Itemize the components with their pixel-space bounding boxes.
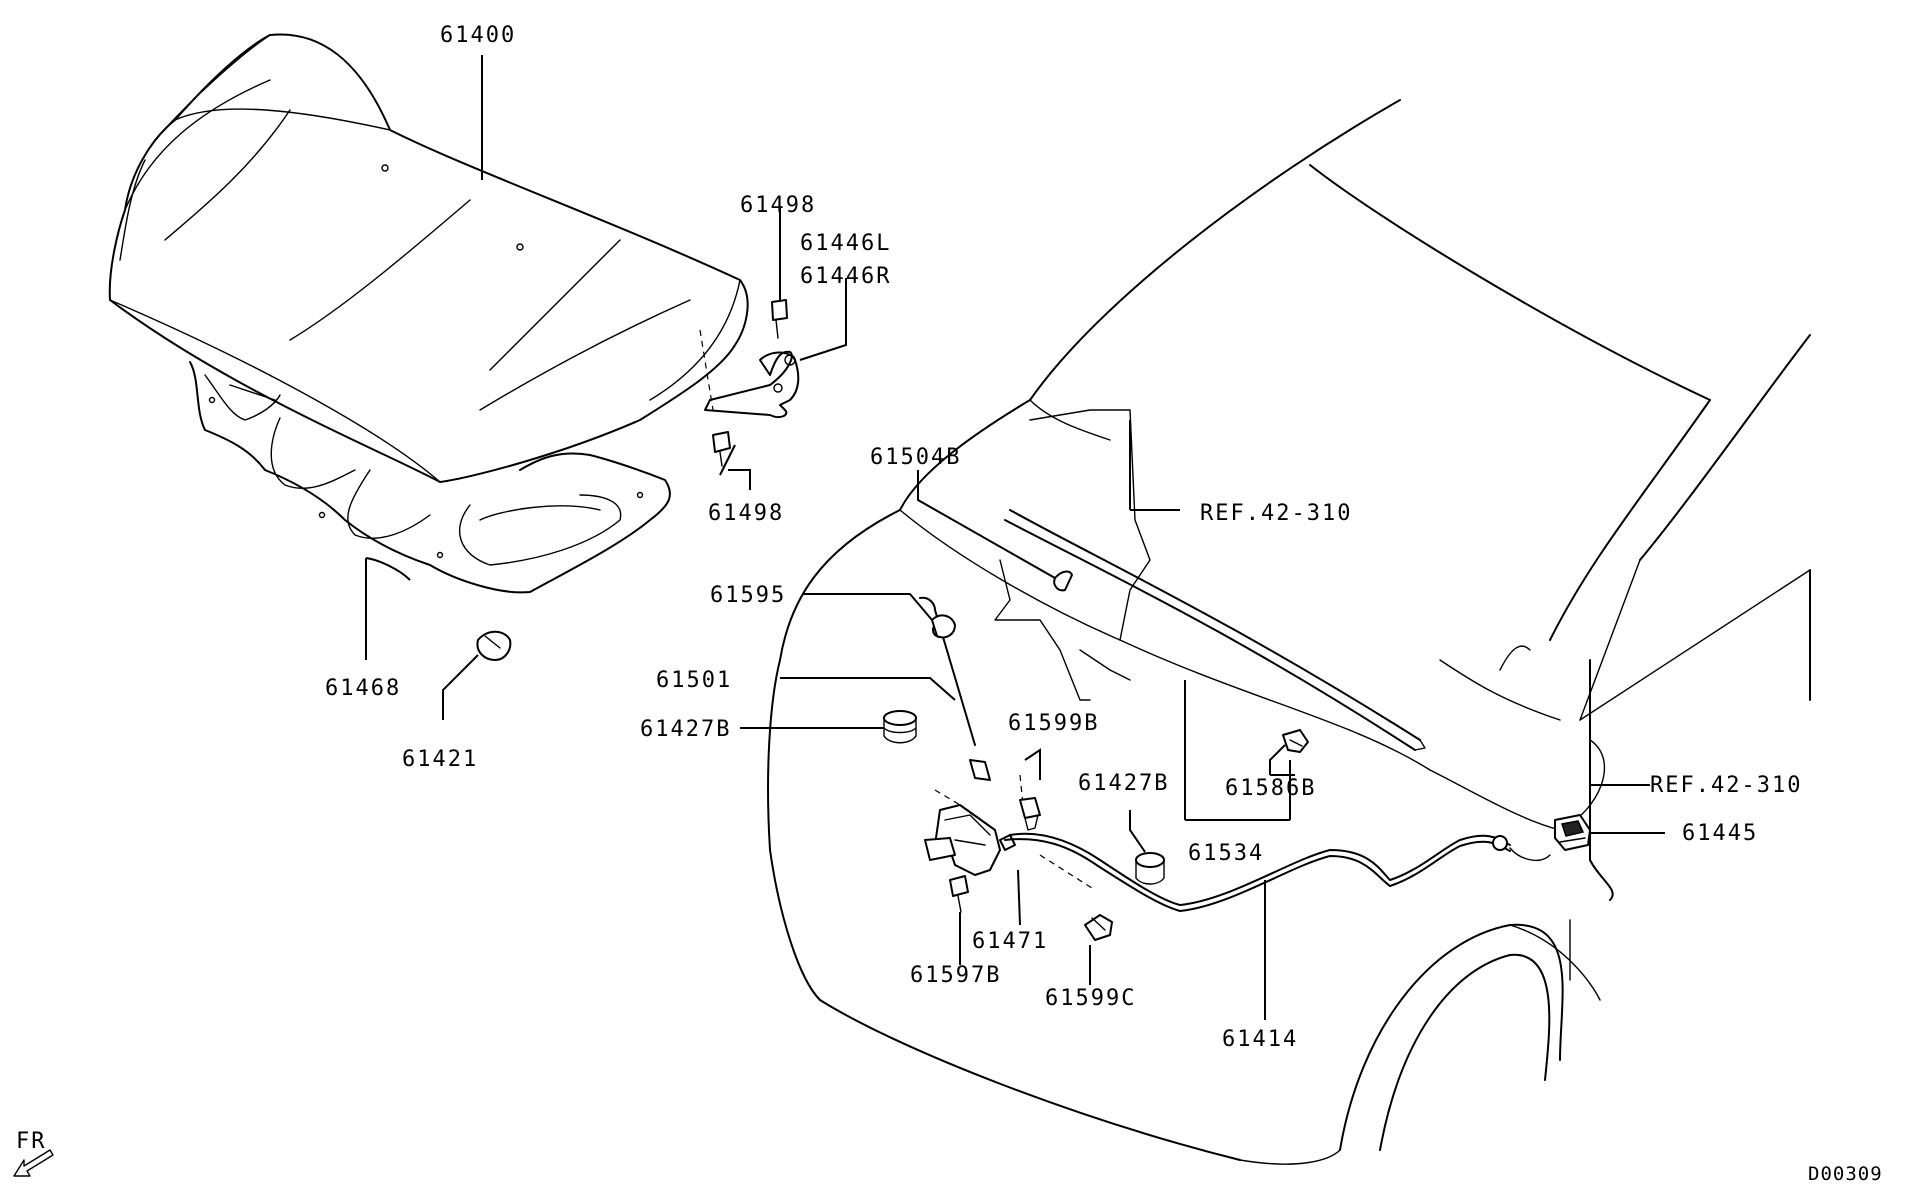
label-61597B: 61597B [910,963,1001,988]
bolt-61597B-drawing [949,875,969,913]
label-61504B: 61504B [870,445,961,470]
part-labels: 61400 61498 61446L 61446R 61498 61504B R… [325,23,1802,1052]
label-61446R: 61446R [800,264,891,289]
label-61599B: 61599B [1008,711,1099,736]
label-61427B-left: 61427B [640,717,731,742]
vehicle-body-drawing [767,99,1811,1165]
front-direction-arrow-icon [13,1149,54,1177]
label-61501: 61501 [656,668,732,693]
plug-61427B-right-drawing [1135,852,1165,885]
clip-61586B-drawing [1282,729,1309,753]
label-61414: 61414 [1222,1027,1298,1052]
clip-61599C-drawing [1084,914,1113,941]
label-61599C: 61599C [1045,986,1136,1011]
label-61427B-right: 61427B [1078,771,1169,796]
label-61445: 61445 [1682,821,1758,846]
release-handle-drawing [1554,814,1591,851]
label-61468: 61468 [325,676,401,701]
label-61498-top: 61498 [740,193,816,218]
label-61471: 61471 [972,929,1048,954]
leader-lines [365,55,1665,1020]
label-61400: 61400 [440,23,516,48]
clip-61421-drawing [476,630,512,661]
label-61595: 61595 [710,583,786,608]
label-ref-right: REF.42-310 [1650,773,1802,798]
hood-latch-drawing [924,774,1096,891]
prop-rod-drawing [919,596,991,781]
release-cable-drawing [1004,832,1551,912]
hood-hinge-drawing [699,299,800,467]
label-ref-top: REF.42-310 [1200,501,1352,526]
label-61586B: 61586B [1225,776,1316,801]
orientation-label: FR [16,1129,47,1154]
orientation-indicator: FR [13,1129,54,1177]
hood-drawing [108,33,749,483]
label-61534: 61534 [1188,841,1264,866]
label-61446L: 61446L [800,231,891,256]
diagram-code: D00309 [1808,1163,1883,1185]
hood-insulator-drawing [189,361,671,594]
label-61498-bottom: 61498 [708,501,784,526]
label-61421: 61421 [402,747,478,772]
plug-61427B-left-drawing [883,710,917,744]
clip-61599B-drawing [1019,797,1041,831]
